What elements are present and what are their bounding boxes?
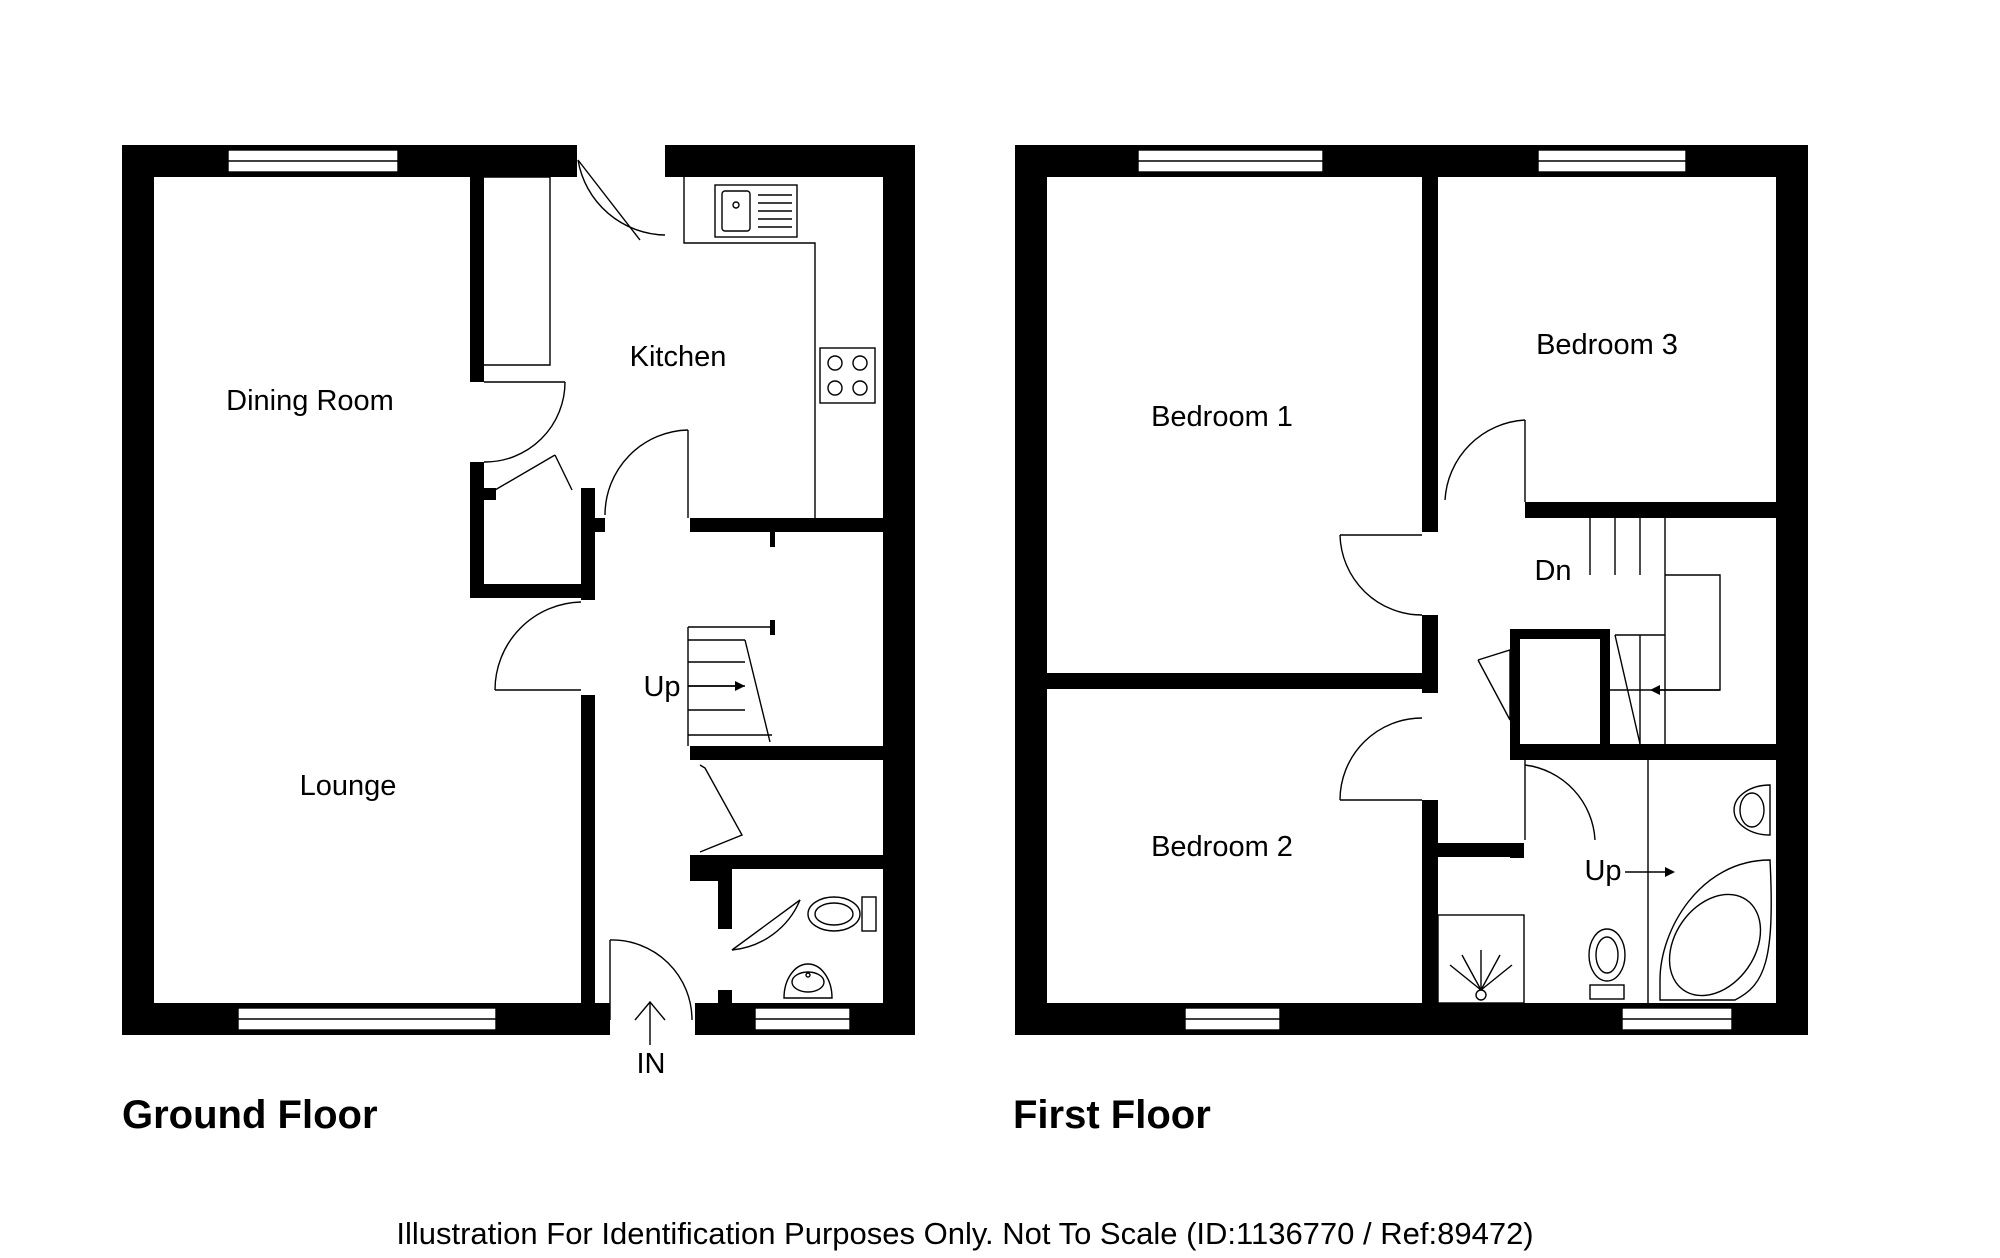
hall-west-wall-lower: [581, 695, 595, 1003]
sink-icon: [714, 184, 798, 238]
bedroom3-door: [1444, 419, 1526, 502]
bedroom1-south-wall: [1047, 673, 1438, 689]
hall-kitchen-door: [604, 429, 689, 518]
disclaimer-text: Illustration For Identification Purposes…: [396, 1216, 1533, 1251]
stair-arrow-icon: [1625, 867, 1675, 877]
first-stairs: [1589, 518, 1721, 745]
lounge-hall-door: [494, 601, 582, 691]
shower-icon: [1437, 914, 1525, 1004]
ground-west-wall: [122, 145, 154, 1035]
shower-room-north-wall: [1438, 843, 1523, 857]
first-floor-plan: [1015, 145, 1808, 1035]
wc-west-wall-lower: [718, 990, 732, 1035]
kitchen-west-wall-upper: [470, 177, 484, 382]
bedroom2-door: [1339, 717, 1423, 801]
airing-cupboard-top: [1510, 629, 1610, 639]
cupboard-door: [494, 454, 573, 491]
entrance-arrow-icon: [634, 1000, 666, 1045]
bedroom2-east-wall: [1422, 800, 1438, 1003]
first-stairs-up-label: Up: [1584, 855, 1621, 887]
bedroom3-west-wall: [1422, 177, 1438, 512]
stair-arrow-icon: [688, 681, 745, 691]
understair-south-wall: [690, 746, 883, 760]
first-stairs-down-label: Dn: [1534, 555, 1571, 587]
first-floor-title: First Floor: [1013, 1093, 1211, 1137]
ground-east-wall: [883, 145, 915, 1035]
cupboard-south-wall: [470, 584, 595, 598]
ground-north-wall-right: [665, 145, 915, 177]
room-label-bedroom-3: Bedroom 3: [1536, 329, 1678, 361]
first-east-wall: [1776, 145, 1808, 1035]
toilet-icon: [1588, 928, 1626, 1000]
wc-west-wall: [718, 869, 732, 929]
kitchen-larder: [484, 176, 551, 366]
room-label-bedroom-2: Bedroom 2: [1151, 831, 1293, 863]
airing-cupboard-east: [1600, 629, 1610, 749]
bath-icon: [1659, 859, 1772, 1001]
basin-icon: [1733, 784, 1771, 836]
shower-room-east-wall: [1510, 843, 1524, 858]
understair-stub-1: [770, 532, 775, 547]
ground-stairs-label: Up: [643, 671, 680, 703]
first-north-wall: [1015, 145, 1808, 177]
bedroom1-door: [1339, 534, 1423, 616]
first-west-wall: [1015, 145, 1047, 1035]
bedroom3-south-wall: [1525, 502, 1776, 518]
airing-cupboard-door: [1477, 649, 1511, 721]
ground-floor-title: Ground Floor: [122, 1093, 378, 1137]
stair-arrow-icon: [1650, 685, 1720, 695]
kitchen-south-stub: [590, 518, 605, 532]
kitchen-south-wall: [690, 518, 883, 532]
bathroom-door: [1524, 760, 1596, 841]
room-label-bedroom-1: Bedroom 1: [1151, 401, 1293, 433]
airing-cupboard-west: [1510, 629, 1520, 749]
kitchen-west-wall-lower: [470, 462, 484, 597]
kitchen-back-door: [577, 159, 666, 241]
kitchen-worktop: [683, 177, 816, 518]
dining-kitchen-door: [483, 381, 566, 463]
entrance-label: IN: [637, 1048, 666, 1080]
ground-floor-plan: [122, 145, 915, 1045]
hall-west-wall-upper: [581, 520, 595, 600]
toilet-icon: [807, 896, 877, 932]
bathroom-north-wall: [1510, 744, 1776, 760]
room-label-dining-room: Dining Room: [226, 385, 394, 417]
hob-icon: [819, 347, 876, 404]
store-door: [699, 764, 743, 853]
front-door: [609, 939, 693, 1021]
basin-icon: [783, 963, 833, 999]
understair-stub-2: [770, 620, 775, 635]
cupboard-top-wall: [484, 488, 496, 500]
room-label-kitchen: Kitchen: [630, 341, 727, 373]
store-south-wall: [690, 855, 883, 869]
room-label-lounge: Lounge: [300, 770, 397, 802]
ground-stairs: [687, 626, 772, 746]
wc-door: [731, 899, 801, 951]
